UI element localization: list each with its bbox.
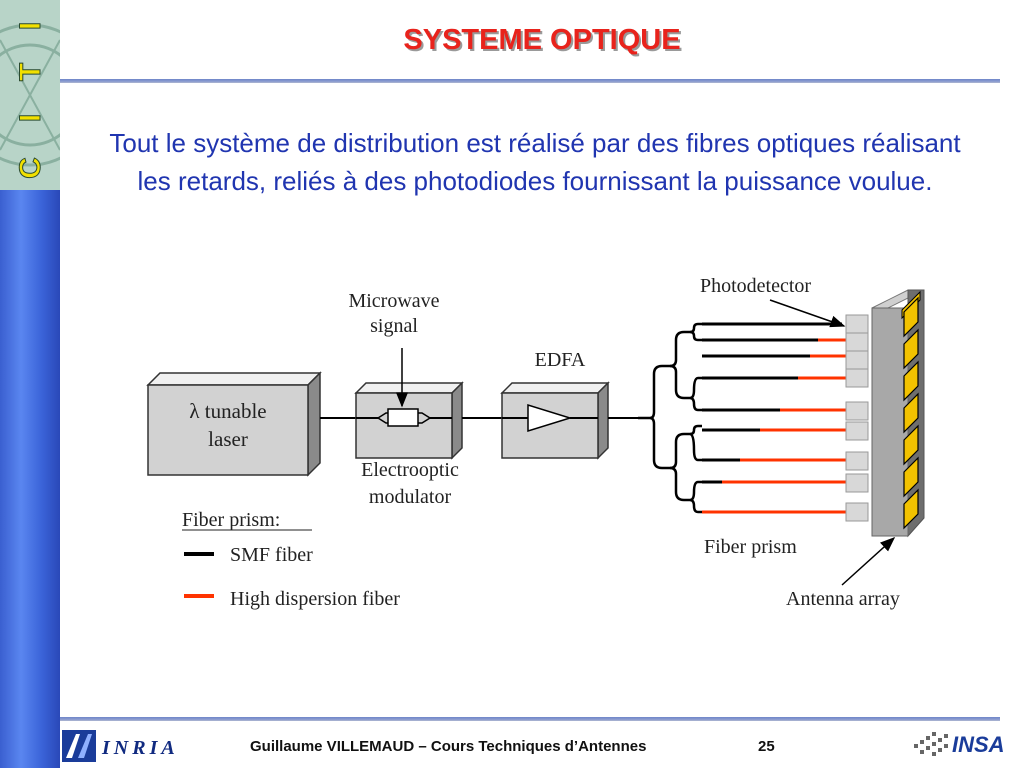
microwave-label-line1: Microwave <box>348 290 439 312</box>
antenna-array-panel <box>871 289 925 538</box>
modulator-label-line1: Electrooptic <box>361 459 459 481</box>
antenna-array-label: Antenna array <box>786 588 900 610</box>
top-divider <box>60 79 1000 83</box>
citi-letter-i2: I <box>14 22 47 30</box>
antenna-array-arrow <box>841 536 896 586</box>
edfa-box <box>500 381 610 460</box>
antenna-elements <box>903 296 919 530</box>
citi-letter-i1: I <box>14 114 47 122</box>
photodetector-label: Photodetector <box>700 275 811 297</box>
legend-smf-label: SMF fiber <box>230 544 313 566</box>
slide-title: SYSTEME OPTIQUE <box>403 24 681 56</box>
legend-title: Fiber prism: <box>182 509 280 531</box>
intro-text: Tout le système de distribution est réal… <box>109 128 961 196</box>
fiber-prism-label: Fiber prism <box>704 536 797 558</box>
modulator-label-line2: modulator <box>369 486 452 508</box>
citi-letter-c: C <box>14 157 47 179</box>
legend-hdf-label: High dispersion fiber <box>230 588 400 610</box>
laser-box <box>146 371 322 477</box>
modulator-box <box>354 381 464 460</box>
sidebar: C I T I <box>0 0 60 768</box>
bottom-divider <box>60 717 1000 721</box>
inria-text: INRIA <box>101 737 179 759</box>
legend: Fiber prism: SMF fiber High dispersion f… <box>182 509 400 610</box>
page-number: 25 <box>758 738 775 755</box>
citi-letter-t: T <box>14 63 47 81</box>
edfa-label: EDFA <box>535 349 586 371</box>
inria-logo: INRIA <box>62 730 179 762</box>
photodetector-arrow <box>769 299 846 328</box>
optical-system-diagram: λ tunable laser Microwave signal Electro… <box>146 275 925 610</box>
insa-text: INSA <box>952 732 1005 757</box>
photodetector-column <box>845 314 869 522</box>
insa-logo: INSA <box>914 732 1005 757</box>
footer-author-course: Guillaume VILLEMAUD – Cours Techniques d… <box>250 738 647 755</box>
citi-logo: C I T I <box>0 0 60 190</box>
laser-label-line1: λ tunable <box>189 399 266 423</box>
microwave-label-line2: signal <box>370 315 418 337</box>
fiber-splitter-tree <box>638 322 702 514</box>
laser-label-line2: laser <box>208 427 248 451</box>
